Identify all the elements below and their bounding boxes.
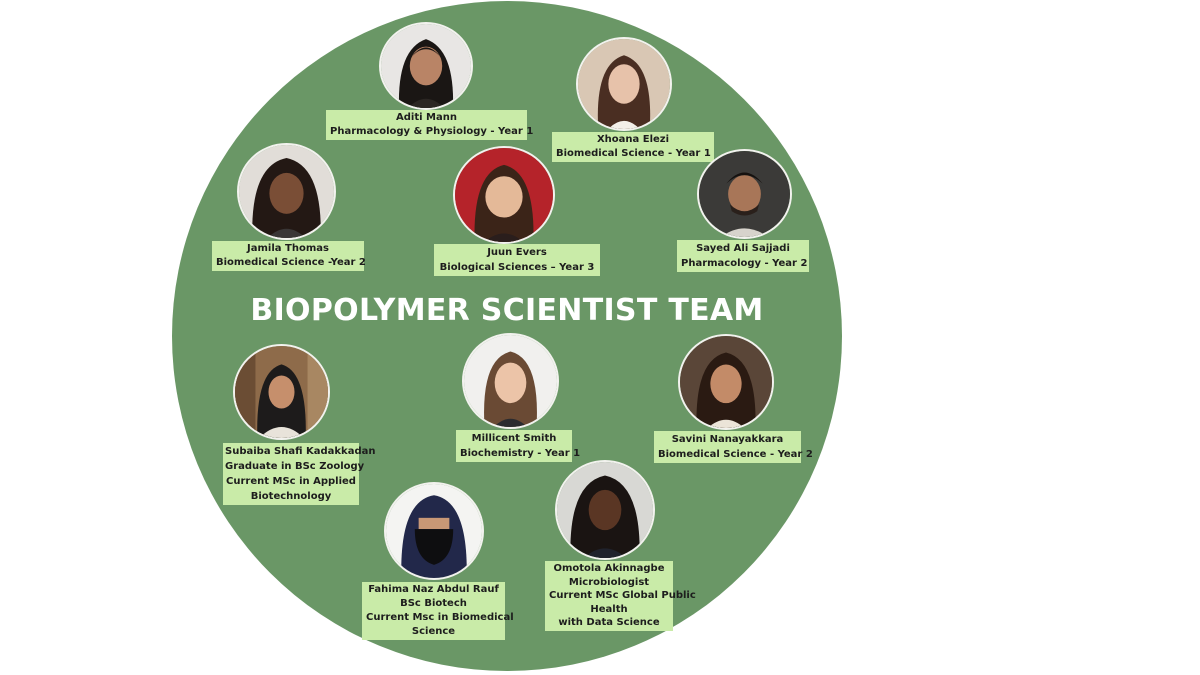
member-name: Omotola Akinnagbe [553, 563, 665, 574]
member-photo-juun-evers [453, 146, 555, 244]
member-course: Biomedical Science - Year 1 [556, 148, 711, 159]
member-photo-aditi-mann [379, 22, 473, 110]
member-label-sayed-ali-sajjadi: Sayed Ali Sajjadi Pharmacology - Year 2 [677, 240, 809, 272]
member-course: Graduate in BSc Zoology [225, 461, 365, 472]
member-course: Health [590, 603, 628, 615]
member-course: Biomedical Science - Year 2 [658, 449, 813, 460]
member-course: Current MSc in Applied [226, 476, 356, 487]
member-photo-fahima-naz-abdul-rauf [384, 482, 484, 580]
member-photo-subaiba-shafi-kadakkadan [233, 344, 330, 440]
member-course: BSc Biotech [400, 598, 467, 609]
member-course: Biological Sciences – Year 3 [439, 262, 595, 273]
member-label-millicent-smith: Millicent Smith Biochemistry - Year 1 [456, 430, 581, 462]
member-course: Pharmacology & Physiology - Year 1 [330, 126, 534, 137]
member-name: Millicent Smith [471, 433, 557, 444]
member-name: Juun Evers [487, 247, 547, 258]
member-course: Science [411, 626, 456, 637]
member-course: Biochemistry - Year 1 [460, 448, 581, 459]
member-course: Biotechnology [250, 491, 332, 502]
member-label-savini-nanayakkara: Savini Nanayakkara Biomedical Science - … [654, 431, 813, 463]
member-label-omotola-akinnagbe: Omotola Akinnagbe Microbiologist Current… [545, 561, 696, 631]
member-course: with Data Science [558, 617, 660, 628]
member-label-subaiba-shafi-kadakkadan: Subaiba Shafi Kadakkadan Graduate in BSc… [223, 443, 376, 505]
member-course: Pharmacology - Year 2 [681, 258, 808, 269]
member-name: Jamila Thomas [247, 243, 329, 254]
member-photo-xhoana-elezi [576, 37, 672, 131]
member-name: Sayed Ali Sajjadi [696, 243, 790, 254]
member-photo-omotola-akinnagbe [555, 460, 655, 560]
member-name: Xhoana Elezi [596, 134, 670, 145]
member-label-fahima-naz-abdul-rauf: Fahima Naz Abdul Rauf BSc Biotech Curren… [362, 582, 514, 640]
member-name: Fahima Naz Abdul Rauf [368, 584, 499, 595]
member-photo-millicent-smith [462, 333, 559, 429]
member-label-xhoana-elezi: Xhoana Elezi Biomedical Science - Year 1 [552, 132, 714, 162]
member-name: Savini Nanayakkara [671, 434, 784, 445]
member-photo-jamila-thomas [237, 143, 336, 240]
member-label-juun-evers: Juun Evers Biological Sciences – Year 3 [434, 244, 600, 276]
member-photo-savini-nanayakkara [678, 334, 774, 430]
member-name: Subaiba Shafi Kadakkadan [225, 446, 376, 457]
member-course: Current MSc Global Public [549, 590, 696, 601]
member-course: Biomedical Science -Year 2 [216, 257, 366, 268]
member-label-aditi-mann: Aditi Mann Pharmacology & Physiology - Y… [326, 110, 534, 140]
member-course: Current Msc in Biomedical [366, 612, 514, 623]
team-title: BIOPOLYMER SCIENTIST TEAM [250, 293, 764, 328]
member-photo-sayed-ali-sajjadi [697, 149, 792, 239]
member-name: Aditi Mann [396, 112, 457, 123]
member-course: Microbiologist [568, 576, 650, 588]
member-label-jamila-thomas: Jamila Thomas Biomedical Science -Year 2 [212, 241, 366, 271]
